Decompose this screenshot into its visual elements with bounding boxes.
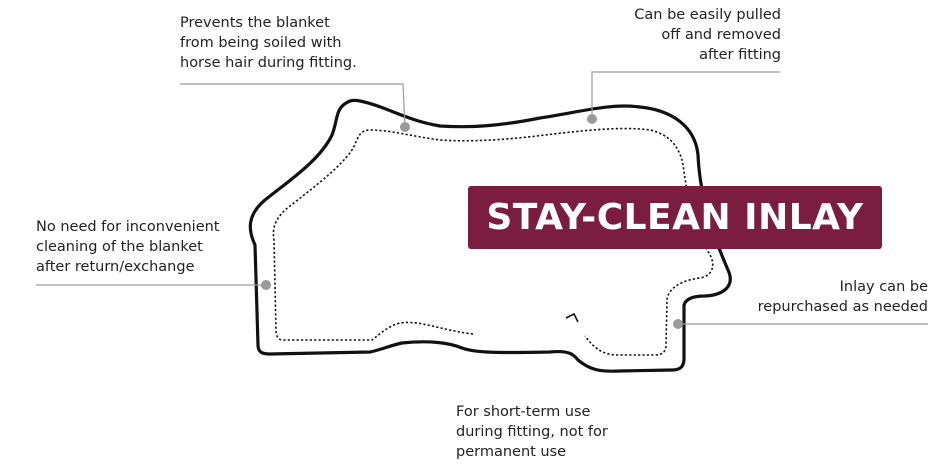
- callout-line: off and removed: [661, 27, 781, 43]
- callout-line: after return/exchange: [36, 259, 195, 275]
- callout-line: from being soiled with: [180, 35, 342, 51]
- callout-line: horse hair during fitting.: [180, 55, 357, 71]
- marker-dot-left: [261, 280, 271, 290]
- callout-line: cleaning of the blanket: [36, 239, 203, 255]
- callout-top-left: Prevents the blanket from being soiled w…: [180, 13, 357, 73]
- leader-line-top-right: [591, 71, 780, 119]
- title-text: STAY-CLEAN INLAY: [486, 197, 864, 238]
- callout-left: No need for inconvenient cleaning of the…: [36, 217, 220, 277]
- blanket-outline: [248, 98, 732, 373]
- callout-line: Can be easily pulled: [634, 7, 781, 23]
- callout-top-right: Can be easily pulled off and removed aft…: [634, 5, 781, 65]
- callout-bottom: For short-term use during fitting, not f…: [456, 402, 608, 462]
- callout-line: Inlay can be: [839, 279, 928, 295]
- inlay-outline: [272, 127, 714, 356]
- marker-dot-right: [673, 319, 683, 329]
- callout-line: during fitting, not for: [456, 424, 608, 440]
- leader-line-top-left: [180, 83, 406, 128]
- marker-dot-top-left: [400, 122, 410, 132]
- title-badge: STAY-CLEAN INLAY: [468, 186, 882, 249]
- callout-line: No need for inconvenient: [36, 219, 220, 235]
- inlay-notch: [565, 312, 579, 323]
- callout-line: Prevents the blanket: [180, 15, 330, 31]
- callout-line: repurchased as needed: [757, 299, 928, 315]
- callout-line: For short-term use: [456, 404, 591, 420]
- callout-right: Inlay can be repurchased as needed: [758, 277, 928, 317]
- callout-line: permanent use: [456, 444, 567, 460]
- marker-dot-top-right: [587, 114, 597, 124]
- callout-line: after fitting: [699, 47, 781, 63]
